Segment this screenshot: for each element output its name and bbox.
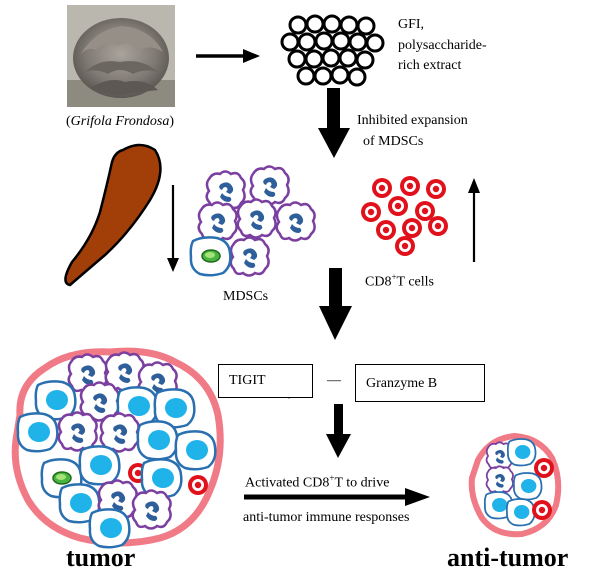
- mdsc-cluster: [189, 165, 316, 277]
- separator-dash: —: [327, 373, 341, 388]
- antitumor-response-label: anti-tumor immune responses: [243, 510, 410, 525]
- cd8-label: CD8+T cells: [365, 272, 434, 290]
- down-arrow-icon: [167, 185, 179, 272]
- extract-label-line2: polysaccharide-: [398, 38, 487, 53]
- down-arrow-icon: [326, 404, 351, 458]
- extract-label-line3: rich extract: [398, 58, 462, 73]
- species-caption: (Grifola Frondosa): [66, 114, 174, 129]
- species-name: Grifola Frondosa: [70, 114, 170, 129]
- tumor-title: tumor: [66, 543, 136, 572]
- down-arrow-icon: [318, 88, 350, 158]
- anti-tumor-title: anti-tumor: [447, 543, 569, 572]
- right-arrow-icon: [244, 488, 430, 506]
- extract-circles: [280, 14, 385, 87]
- spleen-icon: [64, 143, 162, 287]
- right-arrow-icon: [196, 49, 260, 63]
- anti-tumor-cluster: [468, 432, 562, 538]
- inhibit-label-line1: Inhibited expansion: [357, 113, 468, 128]
- granzyme-label: Granzyme B: [366, 376, 438, 391]
- mdsc-label: MDSCs: [223, 289, 269, 304]
- cd8-cluster: [361, 176, 448, 256]
- inhibit-label-line2: of MDSCs: [363, 134, 424, 149]
- granzyme-box: [355, 364, 485, 402]
- tigit-label: TIGIT: [229, 373, 266, 388]
- tigit-box: [218, 364, 313, 398]
- down-arrow-icon: [319, 268, 352, 340]
- extract-label-line1: GFI,: [398, 17, 425, 32]
- mushroom-image: [67, 5, 175, 107]
- up-arrow-icon: [468, 178, 480, 262]
- activated-label: Activated CD8+T to drive: [245, 473, 390, 491]
- tumor-cluster: [11, 347, 224, 549]
